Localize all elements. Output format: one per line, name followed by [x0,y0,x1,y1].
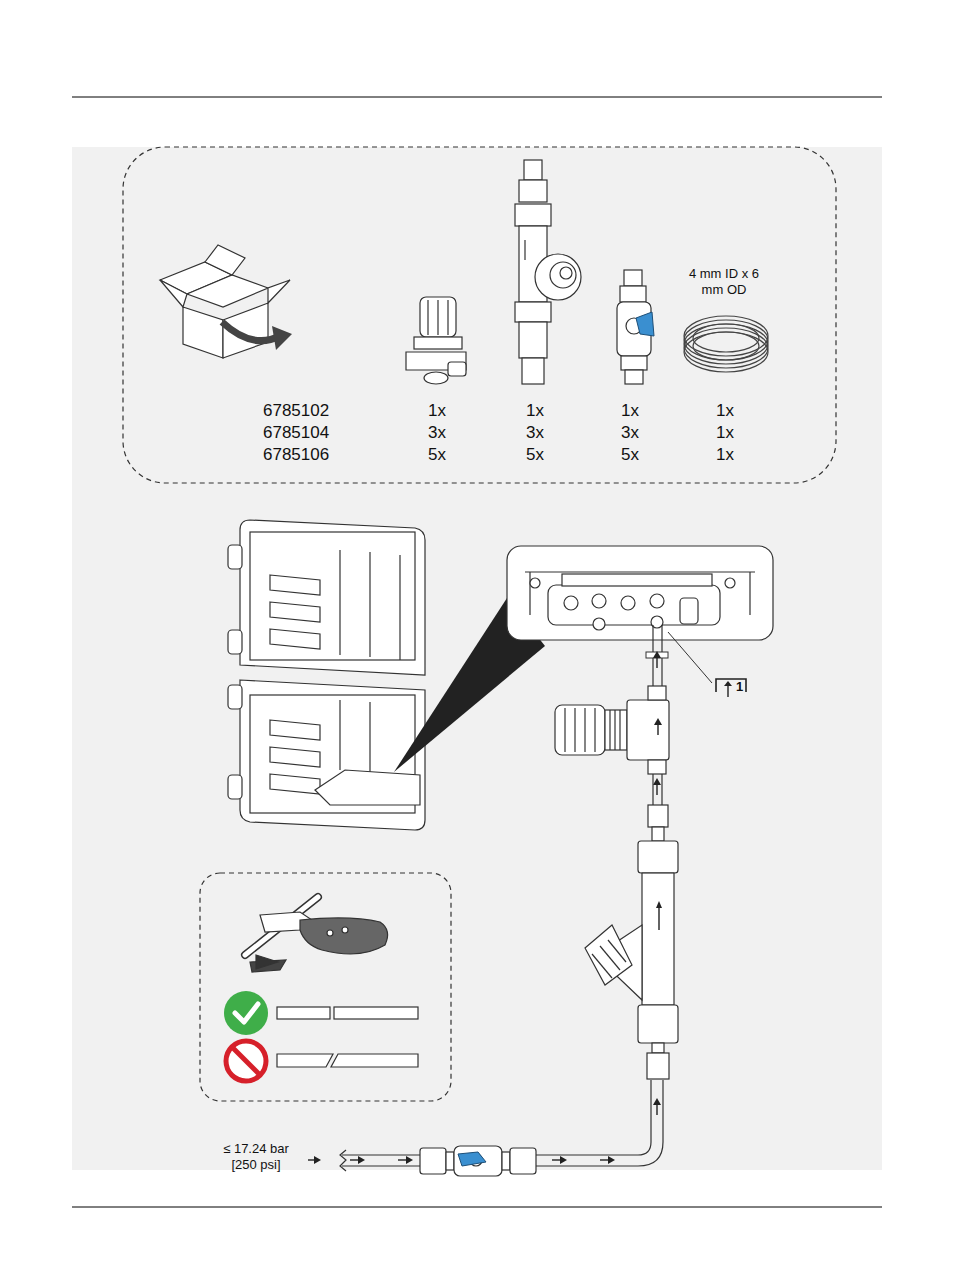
quantity-cell: 1x [700,401,750,421]
part-number: 6785106 [263,445,353,465]
part-number: 6785102 [263,401,353,421]
part-number: 6785104 [263,423,353,443]
quantity-cell: 1x [700,445,750,465]
pressure-limit: ≤ 17.24 bar [250 psi] [212,1141,300,1172]
quantity-cell: 3x [605,423,655,443]
quantity-cell: 5x [510,445,560,465]
quantity-cell: 5x [412,445,462,465]
quantity-cell: 1x [412,401,462,421]
quantity-cell: 1x [605,401,655,421]
tube-spec: 4 mm ID x 6 mm OD [688,266,760,297]
quantity-cell: 1x [700,423,750,443]
callout-number: 1 [733,679,746,695]
quantity-cell: 5x [605,445,655,465]
quantity-cell: 3x [510,423,560,443]
quantity-cell: 1x [510,401,560,421]
quantity-cell: 3x [412,423,462,443]
